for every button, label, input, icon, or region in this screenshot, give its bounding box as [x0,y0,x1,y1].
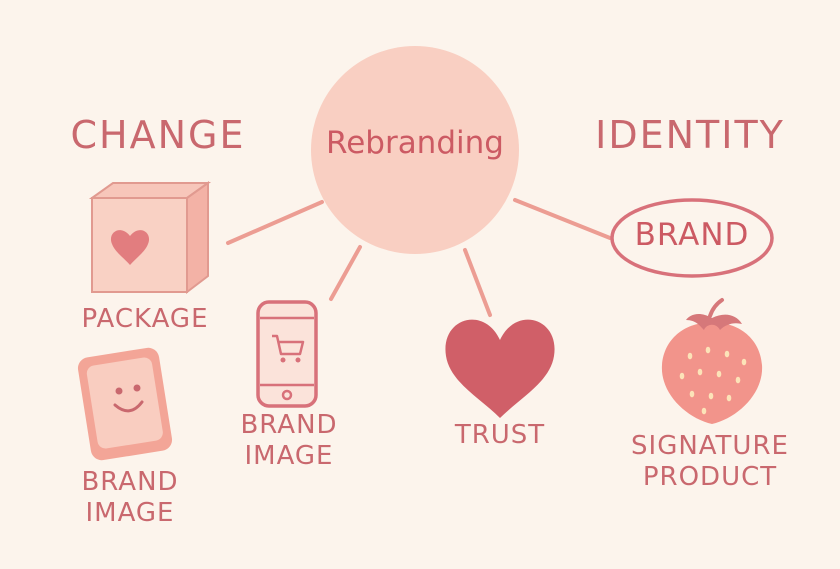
brand-image-phone-label: BRAND IMAGE [222,410,356,471]
smiley-tablet-icon [77,347,173,461]
signature-product-line1: SIGNATURE [631,431,789,461]
brand-image-phone-line2: IMAGE [244,440,334,471]
brand-oval-label: BRAND [634,217,750,253]
line-to-brand [513,198,612,240]
heart-icon [445,319,555,418]
package-label: PACKAGE [81,304,209,334]
signature-product-line2: PRODUCT [642,461,778,492]
brand-image-left-label: BRAND IMAGE [60,467,200,528]
heading-change: CHANGE [70,113,246,157]
line-to-trust [463,248,492,317]
line-to-package [226,200,324,245]
trust-label: TRUST [454,420,546,450]
signature-product-label: SIGNATURE PRODUCT [610,431,810,492]
line-to-phone [329,245,362,301]
strawberry-icon [661,298,763,424]
brand-oval [610,198,774,278]
brand-image-left-line1: BRAND [81,467,179,497]
center-circle [311,46,519,254]
center-label: Rebranding [326,125,504,161]
heading-identity: IDENTITY [595,113,785,157]
brand-image-phone-line1: BRAND [240,410,338,440]
brand-image-left-line2: IMAGE [85,497,175,528]
phone-cart-icon [256,300,318,408]
connector-lines [226,198,612,317]
box-heart-icon [88,181,212,295]
